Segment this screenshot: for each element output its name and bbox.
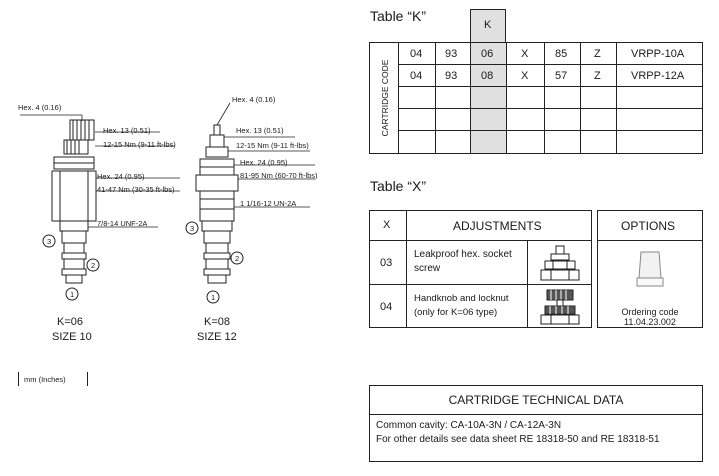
table-k-cell: 93 xyxy=(445,70,458,82)
table-x xyxy=(369,210,592,328)
thread-label-right: 1 1/16-12 UN-2A xyxy=(240,199,297,208)
hex24-label-right: Hex. 24 (0.95) xyxy=(240,158,288,167)
callout-circle xyxy=(42,234,56,248)
callout-circle xyxy=(65,287,79,301)
callout-1-right: 1 xyxy=(211,293,216,302)
hex24-label-left: Hex. 24 (0.95) xyxy=(97,172,145,181)
technical-data-line2: For other details see data sheet RE 1831… xyxy=(376,434,660,445)
callout-3-right: 3 xyxy=(190,224,195,233)
callout-1-left: 1 xyxy=(70,290,75,299)
torque24-label-left: 41-47 Nm (30-35 ft-lbs) xyxy=(97,185,175,194)
size-label-right: SIZE 12 xyxy=(197,331,237,343)
size-label-left: SIZE 10 xyxy=(52,331,92,343)
table-k xyxy=(369,42,703,154)
table-k-cell: 93 xyxy=(445,48,458,60)
hex4-label-left: Hex. 4 (0.16) xyxy=(18,103,62,112)
table-k-cell: X xyxy=(521,48,529,60)
options-panel xyxy=(597,210,703,328)
table-x-title: Table “X” xyxy=(370,178,427,194)
torque13-label-right: 12-15 Nm (9-11 ft-lbs) xyxy=(236,141,309,150)
torque13-label-left: 12-15 Nm (9-11 ft-lbs) xyxy=(103,140,176,149)
table-k-cell: VRPP-12A xyxy=(631,70,685,82)
table-k-cell: 08 xyxy=(481,70,494,82)
table-k-side-label-cell xyxy=(369,42,399,154)
callout-2-right: 2 xyxy=(235,254,240,263)
units-note: mm (Inches) xyxy=(24,375,66,384)
table-k-cell: Z xyxy=(594,48,601,60)
units-note-bracket xyxy=(18,372,88,386)
table-k-title: Table “K” xyxy=(370,8,427,24)
technical-data-line1: Common cavity: CA-10A-3N / CA-12A-3N xyxy=(376,420,562,431)
table-k-k-column xyxy=(470,43,506,153)
k-label-left: K=06 xyxy=(57,316,83,328)
table-x-col-x: X xyxy=(383,219,391,231)
table-k-cell: 06 xyxy=(481,48,494,60)
callout-2-left: 2 xyxy=(91,261,96,270)
k-label-right: K=08 xyxy=(204,316,230,328)
table-k-cell: X xyxy=(521,70,529,82)
callout-circle xyxy=(86,258,100,272)
callout-circle xyxy=(185,221,199,235)
callout-circle xyxy=(230,251,244,265)
table-k-cell: Z xyxy=(594,70,601,82)
technical-data-panel xyxy=(369,385,703,462)
table-k-side-label: CARTRIDGE CODE xyxy=(380,59,390,137)
options-title: OPTIONS xyxy=(621,219,676,233)
table-k-header-k-label: K xyxy=(484,19,492,31)
ordering-code-label: Ordering code xyxy=(621,307,679,317)
handknob-locknut-icon xyxy=(540,289,580,325)
table-k-cell: 57 xyxy=(555,70,568,82)
torque24-label-right: 81-95 Nm (60-70 ft-lbs) xyxy=(240,171,318,180)
table-k-cell: 85 xyxy=(555,48,568,60)
ordering-code-value: 11.04.23.002 xyxy=(624,317,676,327)
hex13-label-left: Hex. 13 (0.51) xyxy=(103,126,151,135)
table-x-row-code: 04 xyxy=(380,301,393,313)
cartridge-drawing-size12 xyxy=(185,102,315,304)
thread-label-left: 7/8-14 UNF-2A xyxy=(97,219,148,228)
hex-socket-screw-icon xyxy=(540,245,580,281)
table-k-header-k xyxy=(470,9,506,43)
table-x-col-adjustments: ADJUSTMENTS xyxy=(453,219,542,233)
callout-circle xyxy=(206,290,220,304)
hex4-label-right: Hex. 4 (0.16) xyxy=(232,95,276,104)
cartridge-drawing-size10 xyxy=(20,114,180,301)
callout-3-left: 3 xyxy=(47,237,52,246)
table-k-cell: VRPP-10A xyxy=(631,48,685,60)
technical-data-title: CARTRIDGE TECHNICAL DATA xyxy=(448,393,624,407)
table-x-row-text: Leakproof hex. socket screw xyxy=(414,249,512,274)
hex13-label-right: Hex. 13 (0.51) xyxy=(236,126,284,135)
table-k-cell: 04 xyxy=(410,48,423,60)
table-x-row-text: Handknob and locknut (only for K=06 type… xyxy=(414,293,509,318)
table-x-row-code: 03 xyxy=(380,257,393,269)
protective-cap-icon xyxy=(636,251,664,287)
table-k-cell: 04 xyxy=(410,70,423,82)
